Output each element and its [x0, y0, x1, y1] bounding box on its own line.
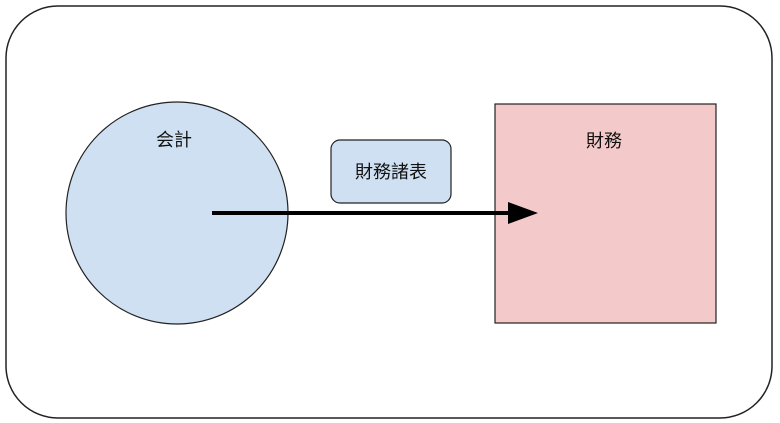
accounting-label: 会計: [156, 130, 192, 151]
edge-label-text: 財務諸表: [355, 162, 427, 183]
edge-label-box[interactable]: [330, 139, 452, 204]
arrowhead-icon: [508, 202, 538, 224]
finance-label: 財務: [586, 131, 622, 152]
